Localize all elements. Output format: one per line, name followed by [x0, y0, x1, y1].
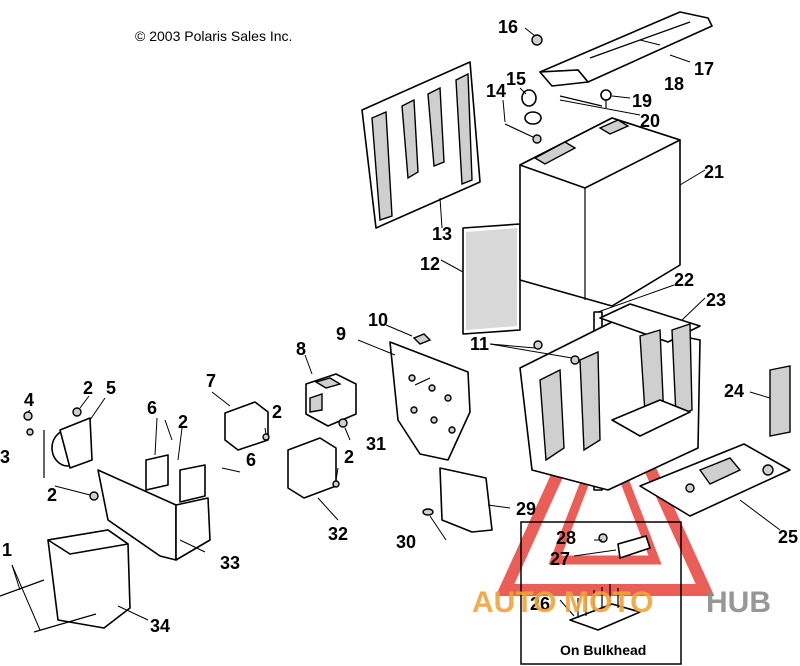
part-9-bulkhead-plate — [389, 341, 471, 461]
part-2-nut — [72, 407, 82, 417]
part-4-nut — [23, 411, 33, 421]
part-34-cover — [47, 529, 131, 629]
label-27: 27 — [550, 549, 570, 569]
part-31-screw — [338, 418, 348, 428]
label-17: 17 — [694, 59, 714, 79]
label-12: 12 — [420, 254, 440, 274]
part-11-screw — [570, 355, 580, 365]
label-28: 28 — [556, 528, 576, 548]
part-33-relay-bracket — [97, 454, 211, 561]
leader-lines — [11, 27, 781, 631]
label-3: 3 — [0, 447, 10, 467]
label-14: 14 — [486, 81, 506, 101]
label-30: 30 — [396, 532, 416, 552]
watermark-auto: AUTO — [472, 586, 556, 619]
inset-caption: On Bulkhead — [560, 642, 646, 658]
label-34: 34 — [150, 616, 170, 636]
watermark-moto: MOTO — [564, 586, 653, 619]
part-2-nut — [332, 480, 340, 488]
label-2: 2 — [178, 412, 188, 432]
label-11: 11 — [470, 334, 489, 354]
label-21: 21 — [704, 162, 724, 182]
label-31: 31 — [366, 434, 386, 454]
part-27-pad — [617, 535, 651, 559]
label-33: 33 — [220, 553, 240, 573]
label-19: 19 — [632, 91, 652, 111]
bulkhead-inset-frame — [520, 521, 682, 665]
part-24-strip — [769, 365, 791, 437]
label-22: 22 — [674, 270, 694, 290]
part-21-battery — [519, 117, 681, 307]
label-25: 25 — [778, 527, 798, 547]
label-24: 24 — [724, 381, 744, 401]
label-10: 10 — [368, 310, 388, 330]
label-4: 4 — [24, 390, 34, 410]
part-18-hold-down-bracket — [539, 11, 713, 87]
label-9: 9 — [336, 324, 346, 344]
part-10-clip — [412, 333, 432, 345]
label-5: 5 — [106, 378, 116, 398]
label-18: 18 — [664, 74, 684, 94]
watermark-text: AUTO MOTO HUB — [472, 586, 771, 619]
label-2: 2 — [47, 485, 57, 505]
part-28-screw — [598, 533, 608, 543]
label-32: 32 — [328, 524, 348, 544]
part-2-nut — [262, 433, 270, 441]
part-7-module — [224, 401, 269, 451]
part-30-rivet — [422, 508, 434, 516]
part-16-nut — [531, 34, 543, 46]
label-2: 2 — [272, 402, 282, 422]
label-6: 6 — [147, 398, 157, 418]
label-26: 26 — [530, 594, 550, 614]
part-5-solenoid — [43, 417, 93, 478]
label-29: 29 — [516, 499, 536, 519]
part-8-fuse-block — [305, 373, 357, 427]
label-15: 15 — [506, 69, 526, 89]
part-11-screw — [533, 340, 543, 350]
label-8: 8 — [296, 339, 306, 359]
part-13-battery-retainer — [361, 61, 481, 229]
label-20: 20 — [640, 111, 660, 131]
label-23: 23 — [706, 290, 726, 310]
part-12-battery-pad — [462, 223, 521, 335]
part-29-lower-plate — [439, 467, 493, 533]
label-16: 16 — [498, 17, 518, 37]
label-2: 2 — [83, 378, 93, 398]
label-6: 6 — [246, 450, 256, 470]
part-2-nut — [89, 491, 99, 501]
part-26-heat-sink — [569, 584, 641, 631]
part-23-battery-box — [519, 303, 701, 491]
label-7: 7 — [206, 371, 216, 391]
label-13: 13 — [432, 224, 452, 244]
label-2: 2 — [344, 447, 354, 467]
watermark-hub: HUB — [706, 586, 771, 619]
label-1: 1 — [2, 540, 12, 560]
part-labels: 1 2 2 2 2 2 3 4 5 6 6 7 8 9 10 11 12 13 … — [0, 17, 798, 636]
part-25-base-plate — [639, 443, 791, 517]
part-1-bolt — [33, 613, 97, 633]
part-3-washer — [26, 428, 34, 436]
copyright-text: © 2003 Polaris Sales Inc. — [135, 28, 292, 44]
part-32-module — [287, 437, 337, 499]
